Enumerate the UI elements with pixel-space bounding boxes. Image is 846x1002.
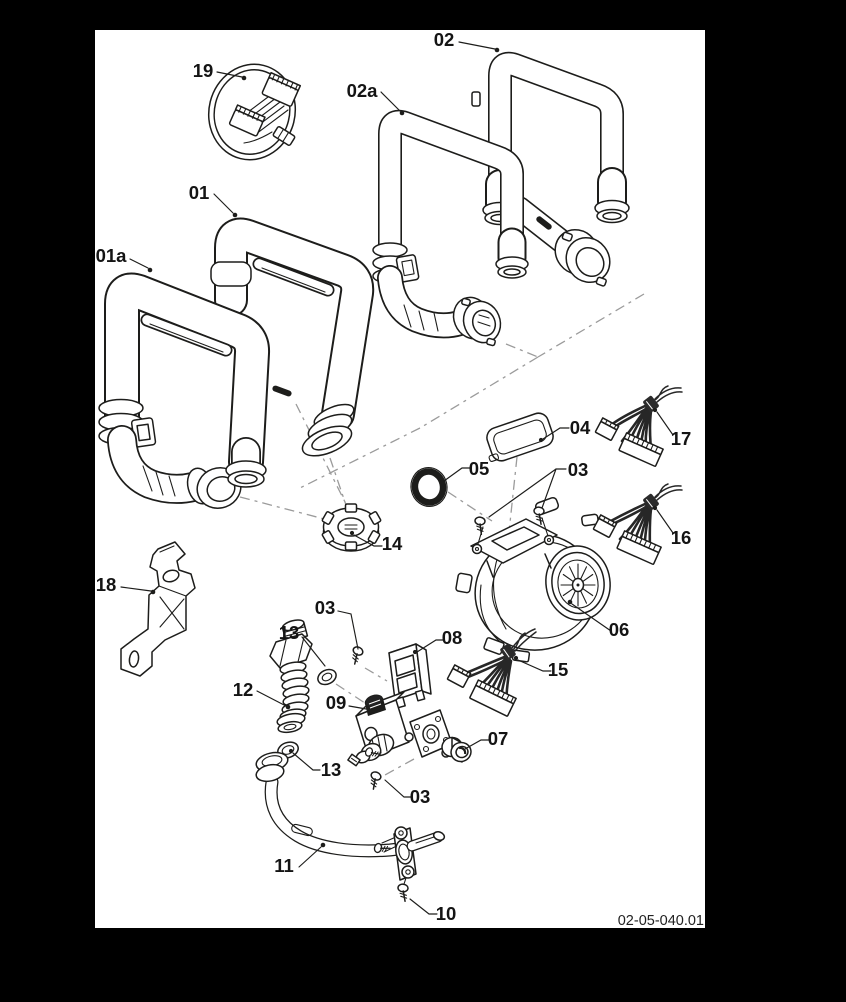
callout-07-label: 07	[488, 728, 509, 749]
callout-04-label: 04	[570, 417, 591, 438]
callout-12-label: 12	[233, 679, 254, 700]
callout-03c-label: 03	[410, 786, 431, 807]
part-14-locking-ring	[321, 503, 382, 552]
part-10-screw	[396, 877, 410, 903]
part-08-block	[388, 643, 432, 709]
callout-08-label: 08	[442, 627, 463, 648]
callout-11-label: 11	[274, 855, 294, 876]
construction-lines	[239, 293, 645, 776]
part-09-gas-valve	[347, 691, 453, 767]
callout-01-label: 01	[189, 182, 210, 203]
callout-01a-label: 01a	[96, 245, 128, 266]
part-01a-air-duct-elbow	[98, 272, 271, 509]
callout-19-label: 19	[193, 60, 214, 81]
callout-05-label: 05	[469, 458, 490, 479]
callout-06-label: 06	[609, 619, 630, 640]
callout-03a-label: 03	[568, 459, 589, 480]
callout-16-label: 16	[671, 527, 692, 548]
part-02a-flue-duct-elbow	[372, 109, 529, 347]
part-16-wiring-harness	[592, 483, 683, 565]
part-12-flexible-hose	[269, 619, 313, 734]
part-04-gasket	[486, 412, 554, 462]
callout-13a-label: 13	[279, 622, 300, 643]
callout-10-label: 10	[436, 903, 457, 924]
callout-09-label: 09	[326, 692, 347, 713]
part-13-washer-upper	[317, 668, 337, 686]
callout-14-label: 14	[382, 533, 403, 554]
part-15-wiring-harness	[446, 628, 537, 717]
callout-labels: 19 02 02a 01 01a 04 17 05 03 16 14 18 03…	[96, 29, 692, 924]
part-18-bracket	[120, 541, 196, 677]
part-17-wiring-harness	[594, 385, 683, 467]
part-19-cable-loop	[207, 63, 302, 161]
callout-02a-label: 02a	[347, 80, 379, 101]
leader-lines	[120, 41, 674, 915]
callout-15-label: 15	[548, 659, 569, 680]
part-06-fan-assembly	[455, 496, 611, 663]
part-11-gas-pipe	[255, 751, 446, 881]
callout-03b-label: 03	[315, 597, 336, 618]
callout-17-label: 17	[671, 428, 692, 449]
drawing-number: 02-05-040.01	[618, 913, 704, 929]
callout-13b-label: 13	[321, 759, 342, 780]
callout-18-label: 18	[96, 574, 117, 595]
part-01-air-duct	[210, 217, 375, 457]
callout-02-label: 02	[434, 29, 455, 50]
part-07-bushing	[441, 736, 472, 763]
part-05-seal-ring	[410, 467, 448, 507]
